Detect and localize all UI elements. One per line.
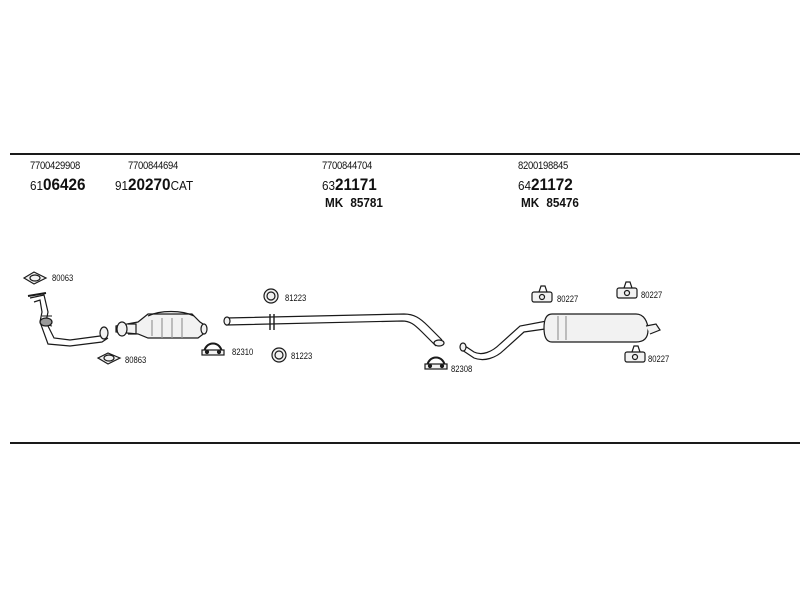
part-number-prefix: 63 (322, 178, 336, 193)
hanger-icon (531, 285, 553, 303)
part-number-rear-silencer: 6421172 (518, 175, 573, 195)
clamp-icon (201, 342, 225, 356)
clamp-icon (424, 356, 448, 370)
hanger-label-2: 80227 (641, 290, 663, 300)
part-number-prefix: 61 (30, 178, 44, 193)
top-divider (10, 153, 800, 155)
part-number-front-pipe: 6106426 (30, 175, 86, 195)
gasket-label-top: 80063 (52, 273, 74, 283)
mk-number: 85476 (546, 195, 579, 210)
part-number-main: 21171 (335, 175, 377, 194)
mk-number: 85781 (350, 195, 383, 210)
oem-number-front-pipe: 7700429908 (30, 160, 81, 172)
gasket-icon (96, 352, 122, 365)
bottom-divider (10, 442, 800, 444)
oem-number-catalyst: 7700844694 (128, 160, 179, 172)
part-number-main: 21172 (531, 175, 573, 194)
ring-label-top: 81223 (285, 293, 307, 303)
part-number-prefix: 64 (518, 178, 532, 193)
ring-icon (263, 288, 279, 304)
part-number-catalyst: 9120270CAT (115, 175, 193, 195)
clamp-label-catalyst: 82310 (232, 347, 254, 357)
middle-pipe (223, 313, 445, 347)
hanger-label-3: 80227 (648, 354, 670, 364)
hanger-label-1: 80227 (557, 294, 579, 304)
gasket-icon (22, 271, 48, 285)
part-number-main: 20270 (128, 175, 171, 194)
front-pipe (27, 292, 109, 347)
ring-label-bottom: 81223 (291, 351, 313, 361)
part-number-suffix: CAT (170, 178, 194, 193)
oem-number-rear-silencer: 8200198845 (518, 160, 569, 172)
ring-icon (271, 347, 287, 363)
part-number-main: 06426 (43, 175, 86, 194)
gasket-label-bottom: 80863 (125, 355, 147, 365)
mk-label: MK (521, 195, 540, 210)
part-number-middle-pipe: 6321171 (322, 175, 377, 195)
mounting-kit-rear-silencer: MK 85476 (521, 195, 579, 210)
mounting-kit-middle-pipe: MK 85781 (325, 195, 383, 210)
part-number-prefix: 91 (115, 178, 129, 193)
hanger-icon (616, 281, 638, 299)
rear-silencer (459, 313, 661, 361)
mk-label: MK (325, 195, 344, 210)
oem-number-middle-pipe: 7700844704 (322, 160, 373, 172)
catalytic-converter (115, 310, 208, 339)
hanger-icon (624, 345, 646, 363)
clamp-label-rear: 82308 (451, 364, 473, 374)
